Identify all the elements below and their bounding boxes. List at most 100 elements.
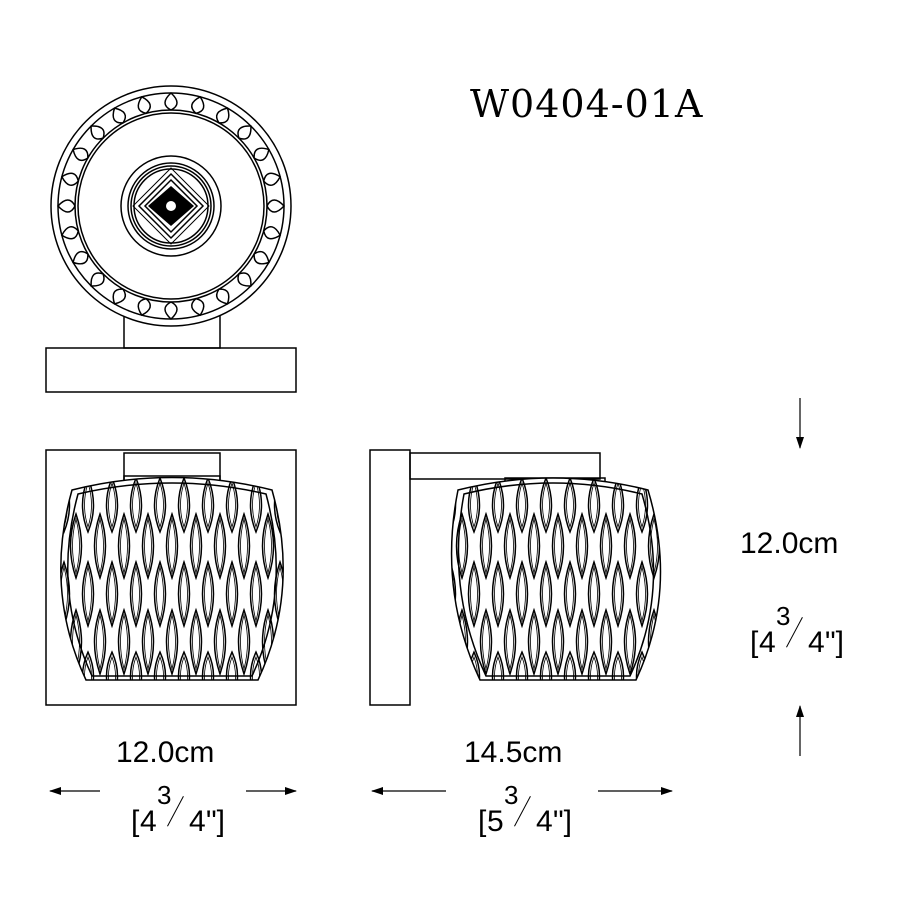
facet (177, 559, 191, 629)
facet (189, 511, 203, 581)
width-imperial-label: [ 4 3 4 "] (131, 780, 225, 838)
facet (225, 477, 239, 534)
facet (479, 511, 493, 581)
facet (575, 511, 589, 581)
facet (527, 511, 541, 581)
facet (249, 650, 263, 680)
facet (201, 559, 215, 629)
facet (69, 511, 83, 581)
facet (153, 477, 167, 534)
facet (81, 650, 95, 680)
facet (635, 478, 649, 534)
facet (491, 559, 505, 629)
facet (551, 511, 565, 581)
facet (93, 511, 107, 581)
facet (515, 559, 529, 629)
facet (455, 511, 469, 581)
height-metric-label: 12.0cm (740, 527, 839, 560)
facet (599, 511, 613, 581)
facet (551, 607, 565, 677)
facet (491, 650, 505, 680)
side-view (369, 449, 662, 706)
facet (129, 650, 143, 680)
facet (433, 610, 444, 674)
height-imperial-label: [ 4 3 4 "] (750, 601, 844, 659)
facet (117, 607, 131, 677)
facet (189, 607, 203, 677)
facet (623, 511, 637, 581)
facet (587, 559, 601, 629)
facet (611, 559, 625, 629)
facet (611, 650, 625, 680)
facet (527, 607, 541, 677)
facet (141, 607, 155, 677)
facet (47, 514, 58, 578)
facet (503, 511, 517, 581)
facet (105, 477, 119, 534)
top-view-backplate (45, 347, 297, 393)
facet (611, 478, 625, 534)
depth-metric-label: 14.5cm (464, 736, 563, 769)
model-number: W0404-01A (470, 82, 704, 126)
facet (153, 650, 167, 680)
facet (225, 559, 239, 629)
facet (81, 559, 95, 629)
facet (635, 559, 649, 629)
facet (165, 607, 179, 677)
top-view-shade-inner (74, 109, 268, 303)
facet (129, 477, 143, 534)
facet (563, 559, 577, 629)
facet (47, 610, 58, 674)
facet (105, 559, 119, 629)
facet (201, 477, 215, 534)
facet (165, 511, 179, 581)
facet (623, 607, 637, 677)
facet (225, 650, 239, 680)
facet (451, 559, 457, 629)
facet (249, 477, 263, 534)
facet (105, 650, 119, 680)
facet (515, 650, 529, 680)
facet (213, 607, 227, 677)
facet (93, 607, 107, 677)
facet (479, 607, 493, 677)
facet (237, 511, 251, 581)
facet (153, 559, 167, 629)
top-view-crystal (137, 172, 205, 240)
facet (261, 511, 275, 581)
facet (467, 559, 481, 629)
facet (575, 607, 589, 677)
facet (451, 650, 457, 680)
facet (433, 514, 444, 578)
facet (539, 559, 553, 629)
facet (237, 607, 251, 677)
facet (539, 650, 553, 680)
side-view-backplate (369, 449, 411, 706)
width-metric-label: 12.0cm (116, 736, 215, 769)
front-view (45, 449, 297, 706)
facet (129, 559, 143, 629)
facet (177, 477, 191, 534)
facet (177, 650, 191, 680)
facet (659, 478, 661, 534)
facet (587, 478, 601, 534)
top-view-socket (120, 155, 222, 257)
facet (213, 511, 227, 581)
facet (467, 478, 481, 534)
facet (503, 607, 517, 677)
facet (491, 478, 505, 534)
facet (539, 478, 553, 534)
facet (659, 559, 661, 629)
facet (141, 511, 155, 581)
side-view-arm (409, 452, 601, 480)
top-view (45, 85, 297, 393)
facet (659, 650, 661, 680)
facet (117, 511, 131, 581)
facet (249, 559, 263, 629)
facet (587, 650, 601, 680)
facet (515, 478, 529, 534)
depth-imperial-label: [ 5 3 4 "] (478, 780, 572, 838)
front-view-backplate (45, 449, 297, 706)
facet (60, 650, 71, 680)
